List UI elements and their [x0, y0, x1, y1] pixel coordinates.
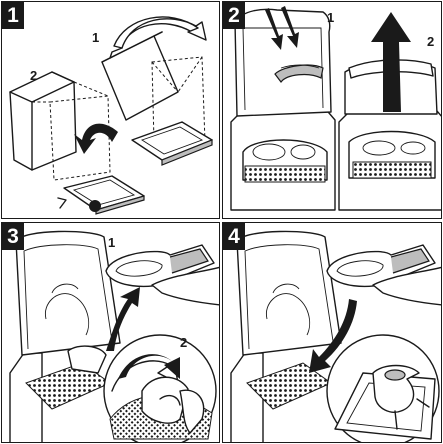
step-number-badge: 3: [2, 223, 24, 250]
step-number-badge: 1: [2, 2, 24, 29]
step-3-illustration: [2, 223, 220, 443]
step-1-illustration: [2, 2, 220, 219]
step-2-illustration: [223, 2, 442, 219]
step-number-badge: 2: [223, 2, 245, 29]
sub-step-label: 2: [427, 34, 434, 49]
sub-step-label: 1: [327, 10, 334, 25]
sub-step-label: 1: [92, 30, 99, 45]
step-panel-1: 1 1 2: [1, 1, 220, 219]
step-panel-4: 4: [222, 222, 442, 443]
sub-step-label: 2: [30, 68, 37, 83]
step-4-illustration: [223, 223, 442, 443]
step-panel-3: 3 1 2: [1, 222, 220, 443]
step-panel-2: 2 1 2: [222, 1, 442, 219]
sub-step-label: 1: [108, 235, 115, 250]
sub-step-label: 2: [180, 335, 187, 350]
step-number-badge: 4: [223, 223, 245, 250]
